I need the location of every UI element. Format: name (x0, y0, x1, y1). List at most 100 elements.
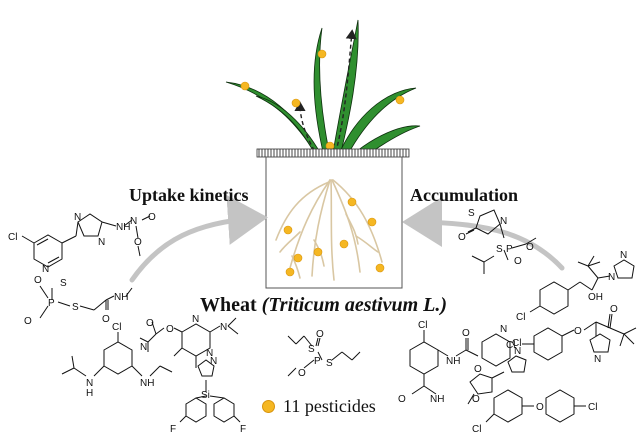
atom-label: N (86, 378, 93, 389)
uptake-arrow (129, 194, 268, 283)
atom-label: O (166, 324, 174, 335)
molecule-difenoconazole (467, 355, 586, 423)
atom-label: N (210, 356, 217, 367)
leaf-tall-right (329, 19, 359, 173)
molecule-difenoconazole-labels: O O N Cl O Cl (472, 346, 597, 435)
atom-label: P (48, 298, 55, 309)
atom-label: Cl (588, 402, 597, 413)
atom-label: S (60, 278, 67, 289)
atom-label: S (496, 244, 503, 255)
atom-label: O (146, 318, 154, 329)
molecule-imidacloprid-labels: Cl N N N NH N O O (8, 212, 156, 275)
legend-text: 11 pesticides (283, 396, 376, 416)
atom-label: Cl (8, 232, 17, 243)
molecule-pirimicarb (139, 317, 239, 368)
atom-label: P (506, 244, 513, 255)
wheat-title-prefix: Wheat (200, 294, 262, 316)
legend-dot-icon (262, 400, 275, 413)
atom-label: Cl (472, 424, 481, 435)
atom-label: Cl (418, 320, 427, 331)
atom-label: NH (116, 222, 130, 233)
molecule-flusilazole (179, 359, 241, 423)
container-lid (256, 148, 410, 158)
atom-label: O (148, 212, 156, 223)
atom-label: O (462, 328, 470, 339)
molecule-flusilazole-labels: N Si F F (170, 356, 246, 435)
atom-label: N (514, 346, 521, 357)
atom-label: NH (114, 292, 128, 303)
atom-label: NH (446, 356, 460, 367)
molecule-atrazine-labels: Cl N H NH (86, 322, 154, 399)
atom-label: N (220, 322, 227, 333)
atom-label: Cl (512, 338, 521, 349)
molecule-pirimicarb-labels: O O N N N N (140, 314, 227, 359)
atom-label: N (42, 264, 49, 275)
atom-label: O (102, 314, 110, 325)
molecule-ethoprophos (287, 335, 361, 377)
atom-label: N (206, 348, 213, 359)
atom-label: Si (201, 390, 210, 401)
hydroponic-container (256, 148, 410, 289)
molecule-fosthiazate (465, 209, 537, 274)
process-arrows (129, 194, 565, 283)
molecule-fosthiazate-labels: S N O S P O O (458, 208, 534, 267)
molecule-ethoprophos-labels: S O P O S (298, 329, 333, 379)
pesticide-dot (367, 217, 377, 227)
atom-label: N (192, 314, 199, 325)
atom-label: F (170, 424, 176, 435)
atom-label: Cl (112, 322, 121, 333)
atom-label: NH (430, 394, 444, 405)
pesticide-dot (395, 95, 405, 105)
molecule-triadimefon-labels: Cl O O N (506, 304, 618, 365)
molecule-atrazine (61, 332, 173, 377)
pesticide-dot (283, 225, 293, 235)
accumulation-arrow (402, 197, 565, 271)
molecule-tebuconazole (529, 255, 635, 315)
atom-label: Cl (516, 312, 525, 323)
atom-label: F (240, 424, 246, 435)
solution-dots (283, 197, 385, 277)
atom-label: O (536, 402, 544, 413)
atom-label: N (140, 342, 147, 353)
atom-label: O (526, 242, 534, 253)
molecule-tebuconazole-labels: Cl OH N N (516, 250, 627, 323)
pesticide-dot (240, 81, 250, 91)
pesticide-dot (285, 267, 295, 277)
atom-label: N (74, 212, 81, 223)
accumulation-label: Accumulation (410, 185, 518, 205)
atom-label: NH (140, 378, 154, 389)
uptake-kinetics-label: Uptake kinetics (129, 185, 249, 205)
atom-label: S (308, 344, 315, 355)
pesticide-dot (347, 197, 357, 207)
atom-label: O (24, 316, 32, 327)
pesticide-dot (339, 239, 349, 249)
atom-label: O (474, 364, 482, 375)
leaf-tall-left (313, 27, 334, 173)
molecule-amide-labels: Cl NH O O NH N Cl (398, 320, 521, 405)
wheat-species: (Triticum aestivum L.) (261, 294, 448, 316)
molecule-dimethoate (39, 285, 133, 319)
pesticide-dot (293, 253, 303, 263)
pesticide-dot (317, 49, 327, 59)
atom-label: O (472, 394, 480, 405)
molecule-dimethoate-labels: O S P O S O NH (24, 275, 128, 327)
atom-label: O (514, 256, 522, 267)
molecule-imidacloprid (21, 213, 151, 268)
transport-arrow-left (294, 101, 327, 169)
pesticide-dot (291, 98, 301, 108)
atom-label: N (608, 272, 615, 283)
atom-label: N (500, 216, 507, 227)
atom-label: O (398, 394, 406, 405)
molecule-amide (409, 330, 511, 395)
atom-label: O (134, 237, 142, 248)
atom-label: S (468, 208, 475, 219)
atom-label: H (86, 388, 93, 399)
atom-label: P (314, 356, 321, 367)
atom-label: O (574, 326, 582, 337)
atom-label: S (326, 358, 333, 369)
atom-label: N (98, 237, 105, 248)
atom-label: O (34, 275, 42, 286)
atom-label: O (458, 232, 466, 243)
